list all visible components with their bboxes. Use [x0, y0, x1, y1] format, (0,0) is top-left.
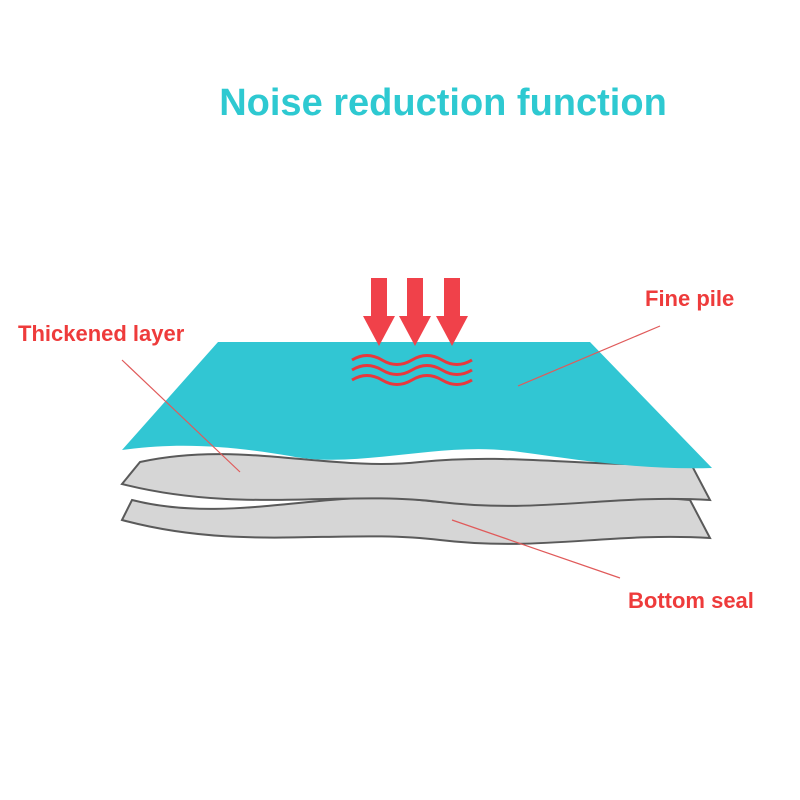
bottom-seal-layer [120, 496, 712, 545]
thickened-layer-label: Thickened layer [18, 321, 185, 346]
fine-pile-label: Fine pile [645, 286, 734, 311]
fine-pile-layer [122, 342, 712, 469]
thickened-layer-leader-line [121, 359, 241, 473]
fine-pile-leader-line [517, 325, 661, 387]
bottom-seal-leader-line [451, 519, 621, 579]
page-title: Noise reduction function [219, 82, 667, 124]
bottom-seal-label: Bottom seal [628, 588, 754, 613]
sound-wave-icon [351, 354, 473, 386]
down-arrow-icon [363, 278, 468, 346]
thickened-layer [120, 453, 712, 507]
